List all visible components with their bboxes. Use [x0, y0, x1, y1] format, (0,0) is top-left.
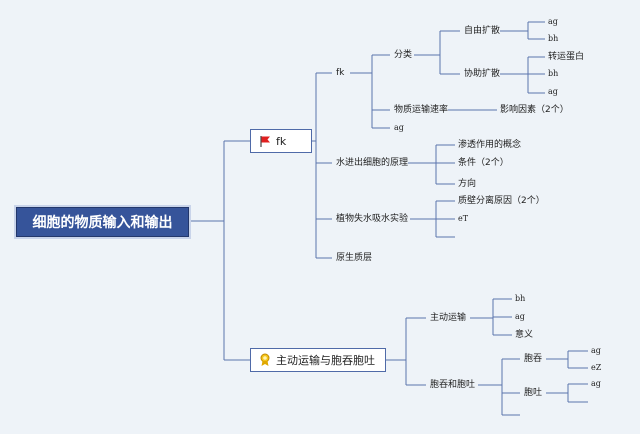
topic-zhibi-fenli[interactable]: 质壁分离原因（2个）	[458, 196, 545, 206]
medal-icon	[259, 353, 271, 367]
topic-ziyou-item-2[interactable]: bh	[548, 34, 559, 43]
topic-ziyou-item-1[interactable]: ag	[548, 17, 558, 26]
topic-baotun-item-2[interactable]: eZ	[591, 363, 602, 372]
branch-zhudong-baotun-label: 主动运输与胞吞胞吐	[276, 354, 375, 367]
topic-shui-jinchu[interactable]: 水进出细胞的原理	[336, 158, 409, 168]
topic-zhudong-yunshu[interactable]: 主动运输	[430, 313, 467, 323]
topic-yingxiang-yinsu[interactable]: 影响因素（2个）	[500, 105, 569, 115]
topic-xiezhu-kuosan[interactable]: 协助扩散	[464, 69, 501, 79]
topic-shentou[interactable]: 渗透作用的概念	[458, 140, 522, 150]
topic-baotu[interactable]: 胞吐	[524, 388, 543, 398]
branch-fk-label: fk	[276, 134, 287, 148]
topic-baotun-item-1[interactable]: ag	[591, 346, 601, 355]
branch-fk[interactable]: fk	[250, 129, 312, 153]
red-flag-icon	[259, 135, 271, 148]
topic-zhiwu-shishui[interactable]: 植物失水吸水实验	[336, 214, 409, 224]
topic-tiaojian[interactable]: 条件（2个）	[458, 158, 509, 168]
topic-fk[interactable]: fk	[336, 68, 345, 78]
topic-baotun[interactable]: 胞吞	[524, 354, 543, 364]
topic-yuanshengzhi[interactable]: 原生质层	[336, 253, 373, 263]
topic-baotun-baotu[interactable]: 胞吞和胞吐	[430, 380, 476, 390]
topic-xiezhu-item-1[interactable]: 转运蛋白	[548, 52, 585, 62]
topic-zhudong-item-1[interactable]: bh	[515, 294, 526, 303]
topic-yiyi[interactable]: 意义	[515, 330, 534, 340]
topic-sulv[interactable]: 物质运输速率	[394, 105, 449, 115]
topic-xiezhu-item-2[interactable]: bh	[548, 69, 559, 78]
topic-fk-ag[interactable]: ag	[394, 123, 404, 132]
topic-zhudong-item-2[interactable]: ag	[515, 312, 525, 321]
root-topic[interactable]: 细胞的物质输入和输出	[16, 207, 189, 237]
topic-baotu-item-1[interactable]: ag	[591, 379, 601, 388]
topic-fangxiang[interactable]: 方向	[458, 179, 477, 189]
topic-xiezhu-item-3[interactable]: ag	[548, 87, 558, 96]
topic-ziyou-kuosan[interactable]: 自由扩散	[464, 26, 501, 36]
branch-zhudong-baotun[interactable]: 主动运输与胞吞胞吐	[250, 348, 386, 372]
topic-zhiwu-et[interactable]: eT	[458, 214, 469, 223]
topic-fenlei[interactable]: 分类	[394, 50, 413, 60]
